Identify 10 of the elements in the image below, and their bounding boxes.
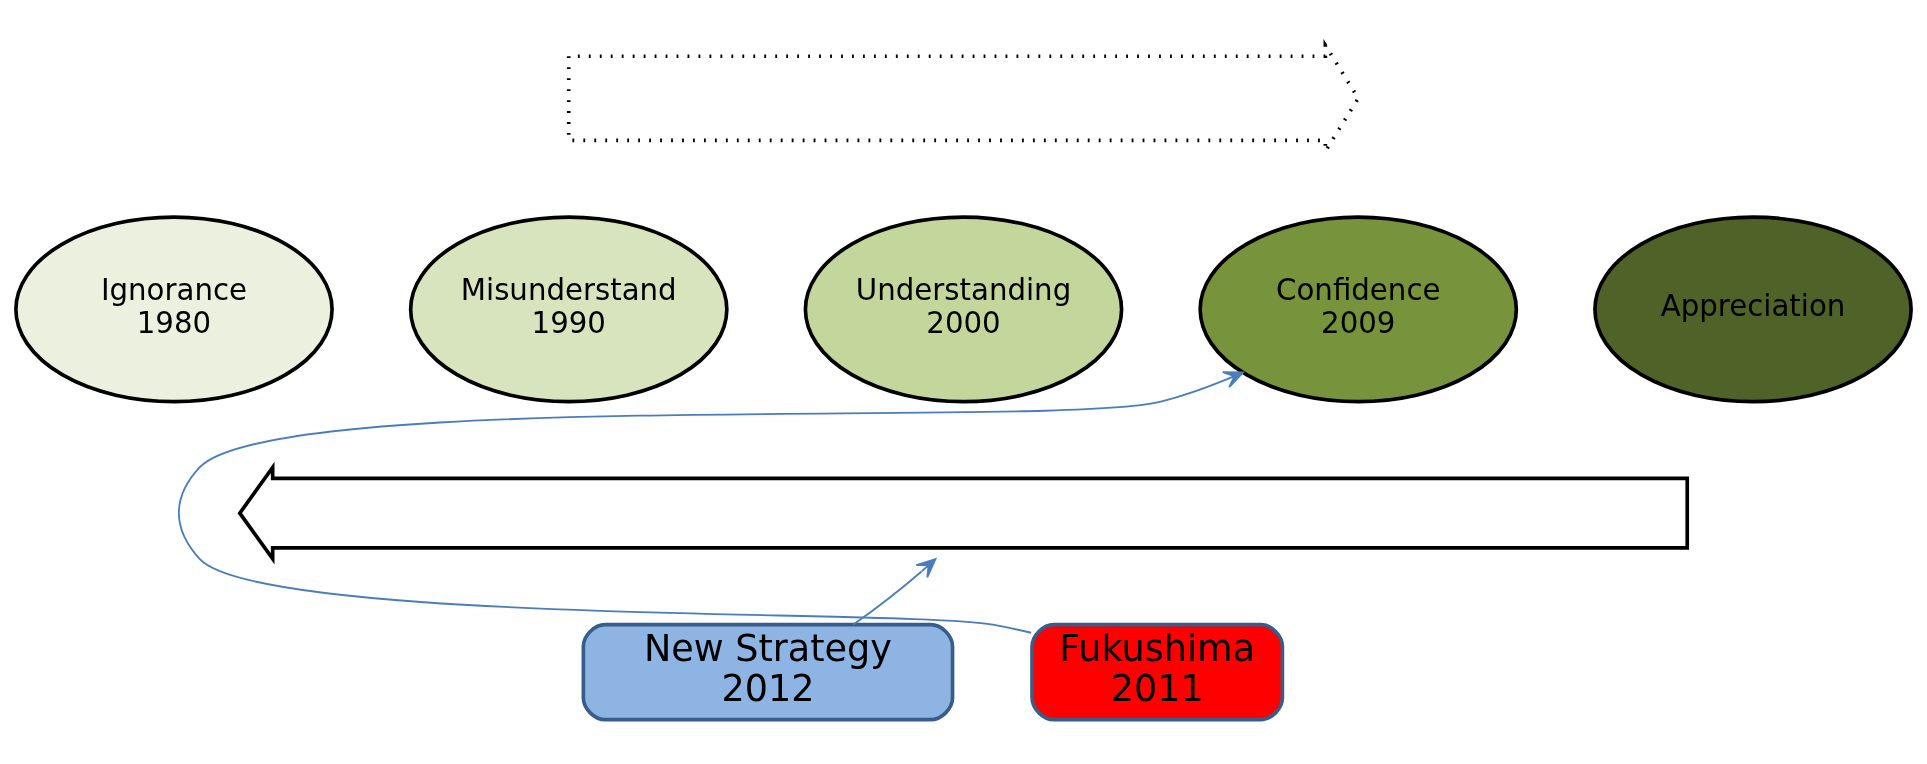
node-ellipse: Misunderstand 1990 [408, 214, 729, 403]
node-box: New Strategy 2012 [581, 622, 955, 722]
node-ellipse: Ignorance 1980 [14, 214, 334, 403]
node-ellipse: Appreciation [1593, 214, 1913, 403]
node-box: Fukushima 2011 [1030, 622, 1285, 722]
arrow [177, 370, 1244, 634]
arrow [852, 557, 937, 625]
node-ellipse: Confidence 2009 [1198, 214, 1519, 403]
node-arrow [237, 461, 1690, 565]
node-ellipse: Understanding 2000 [803, 214, 1124, 403]
